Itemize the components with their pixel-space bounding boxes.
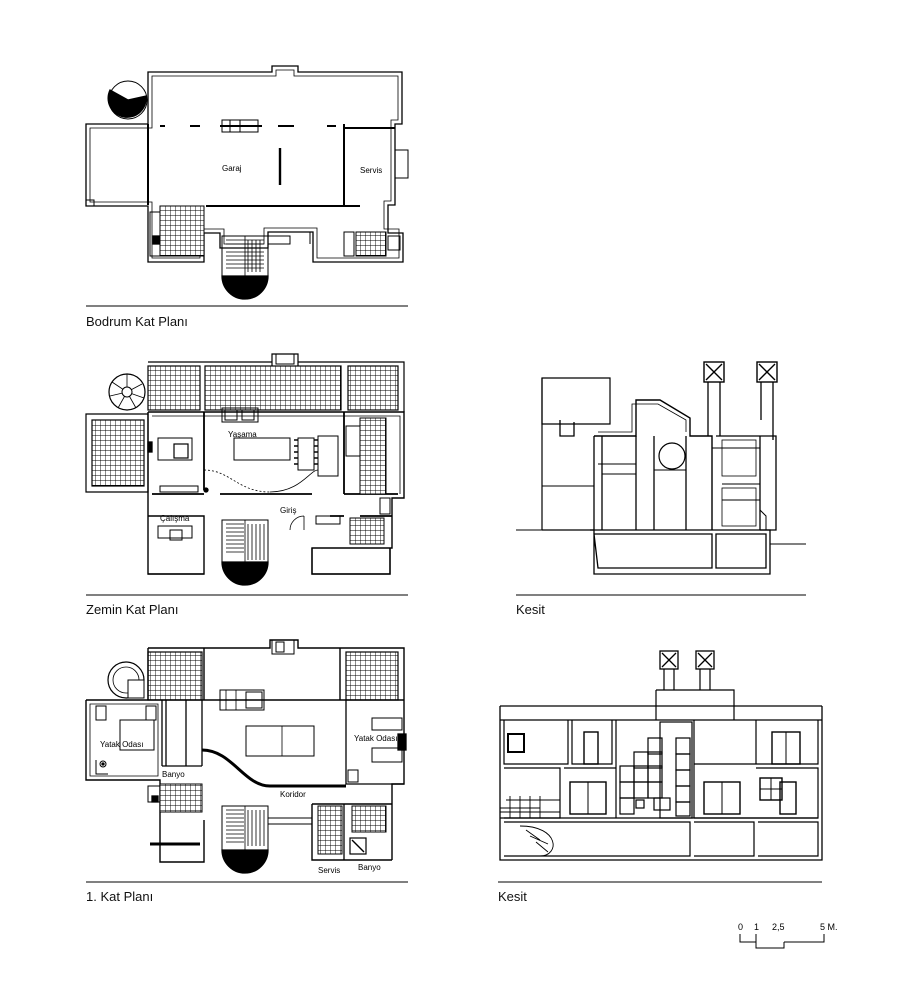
scale-bar [739, 934, 825, 949]
section-2-drawing [499, 650, 823, 861]
caption-first-floor-plan: 1. Kat Planı [86, 889, 154, 904]
caption-section-2: Kesit [498, 889, 527, 904]
ground-floor-plan [85, 353, 405, 586]
caption-ground-floor-plan: Zemin Kat Planı [86, 602, 179, 617]
room-label-banyo-1: Banyo [162, 770, 185, 779]
room-label-servis-first: Servis [318, 866, 341, 875]
scale-label-2-5: 2,5 [772, 922, 785, 932]
room-label-servis-basement: Servis [360, 166, 383, 175]
caption-basement-plan: Bodrum Kat Planı [86, 314, 188, 329]
room-label-koridor: Koridor [280, 790, 306, 799]
basement-plan [85, 65, 409, 300]
room-label-calisma: Çalışma [160, 514, 190, 523]
room-label-garaj: Garaj [222, 164, 242, 173]
room-label-banyo-2: Banyo [358, 863, 381, 872]
scale-label-5m: 5 M. [820, 922, 838, 932]
scale-label-0: 0 [738, 922, 744, 932]
scale-label-1: 1 [754, 922, 760, 932]
caption-section-1: Kesit [516, 602, 545, 617]
room-label-yasama: Yaşama [228, 430, 257, 439]
section-1-drawing [516, 361, 806, 575]
room-label-giris: Giriş [280, 506, 297, 515]
room-label-yatak-odasi-left: Yatak Odası [100, 740, 144, 749]
room-label-yatak-odasi-right: Yatak Odası [354, 734, 398, 743]
first-floor-plan [85, 639, 407, 874]
